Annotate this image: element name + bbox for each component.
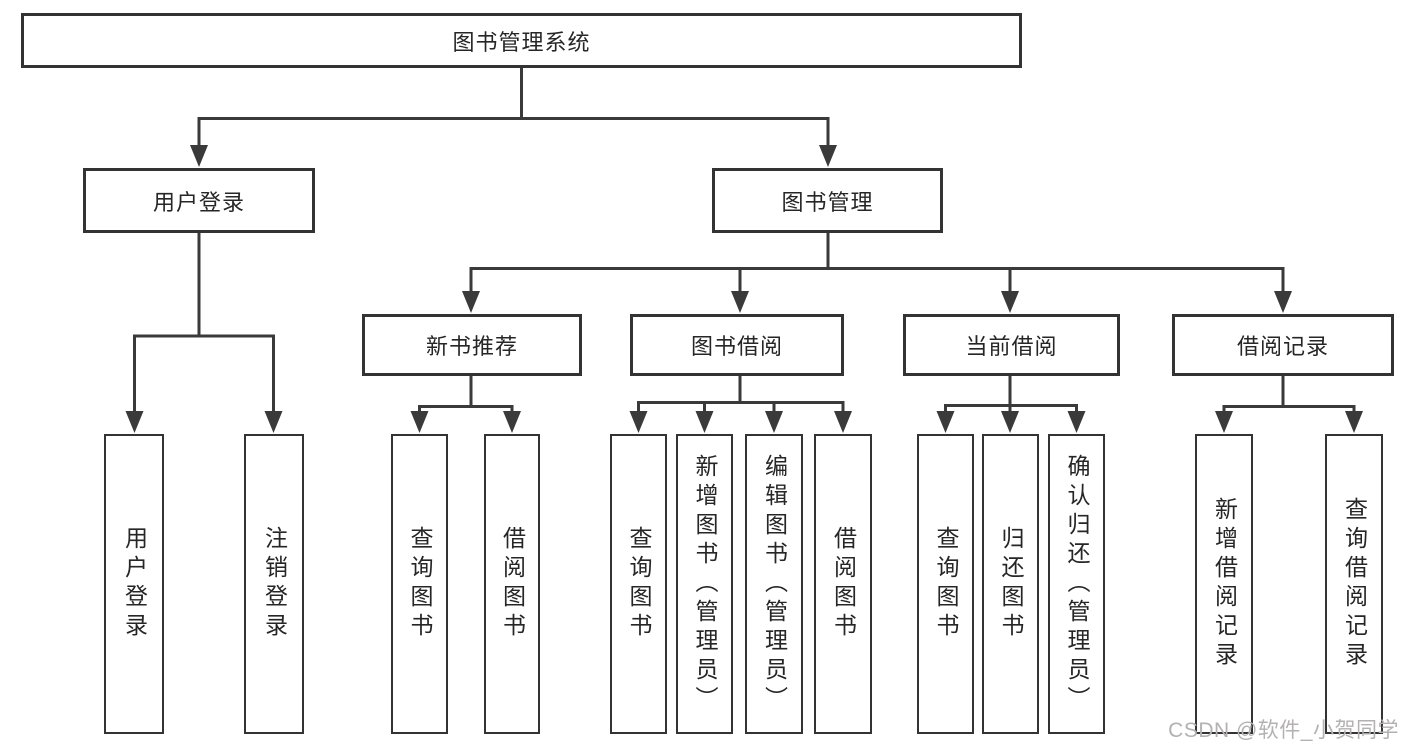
node-current-borrow: 当前借阅 xyxy=(903,314,1120,376)
leaf-bb-add-books-admin: 新增图书（管理员） xyxy=(676,434,733,734)
leaf-rec-query-books: 查询图书 xyxy=(391,434,448,734)
connector-user-login-to-leaves xyxy=(125,233,283,433)
connector-book-borrow-to-leaves xyxy=(629,376,852,433)
leaf-cb-return-books: 归还图书 xyxy=(982,434,1039,734)
node-new-book-recommend: 新书推荐 xyxy=(362,314,582,376)
connector-borrow-records-to-leaves xyxy=(1215,376,1363,433)
leaf-cb-query-books: 查询图书 xyxy=(917,434,974,734)
connector-book-mgmt-to-level3 xyxy=(462,233,1292,313)
leaf-br-add-record: 新增借阅记录 xyxy=(1195,434,1253,734)
leaf-bb-edit-books-admin: 编辑图书（管理员） xyxy=(745,434,803,734)
leaf-rec-borrow-books: 借阅图书 xyxy=(484,434,540,734)
connector-new-book-rec-to-leaves xyxy=(410,376,521,433)
node-user-login: 用户登录 xyxy=(83,168,315,233)
node-root: 图书管理系统 xyxy=(21,13,1022,68)
leaf-bb-borrow-books: 借阅图书 xyxy=(814,434,872,734)
leaf-cb-confirm-return-admin: 确认归还（管理员） xyxy=(1048,434,1105,734)
leaf-user-login: 用户登录 xyxy=(104,434,164,734)
leaf-br-query-record: 查询借阅记录 xyxy=(1325,434,1383,734)
node-book-borrow: 图书借阅 xyxy=(630,314,844,376)
leaf-bb-query-books: 查询图书 xyxy=(610,434,667,734)
connector-current-borrow-to-leaves xyxy=(936,376,1086,433)
leaf-logout: 注销登录 xyxy=(244,434,304,734)
connector-root-to-level2 xyxy=(190,67,837,167)
node-book-mgmt: 图书管理 xyxy=(712,168,943,233)
node-borrow-records: 借阅记录 xyxy=(1172,314,1394,376)
